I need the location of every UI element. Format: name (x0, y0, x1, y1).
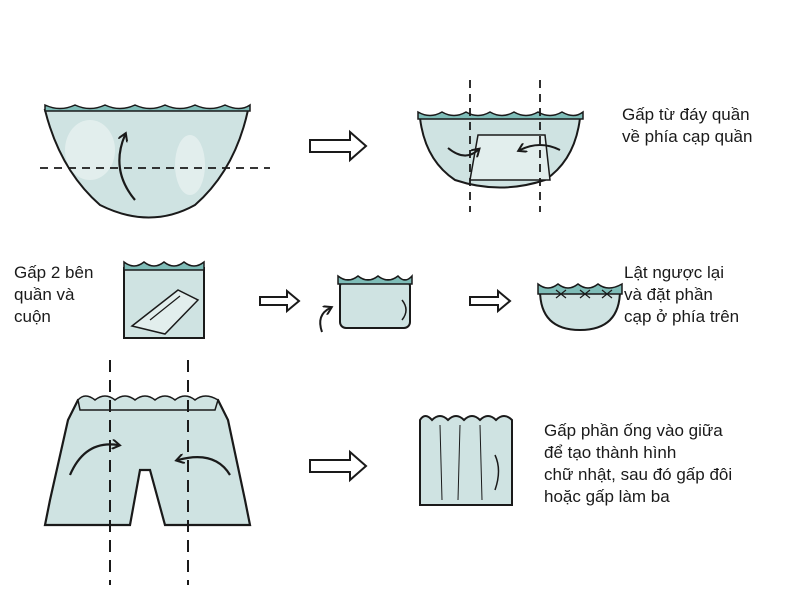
caption-line: để tạo thành hình (544, 443, 677, 462)
briefs-step1-illustration (40, 103, 270, 219)
curved-arrow-icon (447, 147, 478, 156)
curved-arrow-icon (68, 444, 118, 476)
caption-line: Gấp từ đáy quần (622, 105, 750, 124)
arrow-right-icon (309, 449, 368, 483)
caption-line: quần và (14, 285, 75, 304)
caption-line: chữ nhật, sau đó gấp đôi (544, 465, 733, 484)
caption-line: cạp ở phía trên (624, 307, 740, 326)
caption-step2: Gấp 2 bên quần và cuộn (14, 262, 93, 328)
curved-arrow-icon (178, 457, 231, 476)
arrow-right-icon (469, 288, 512, 314)
arrow-right-icon (309, 129, 368, 163)
caption-line: về phía cạp quần (622, 127, 753, 146)
briefs-rolled-illustration (319, 274, 413, 333)
curved-arrow-icon (520, 145, 561, 150)
shorts-folded-rectangle-illustration (419, 415, 513, 506)
caption-step4: Gấp phần ống vào giữa để tạo thành hình … (544, 420, 732, 508)
caption-line: Gấp 2 bên (14, 263, 94, 282)
briefs-flipped-illustration (537, 282, 623, 332)
caption-line: và đặt phần (624, 285, 713, 304)
caption-step3: Lật ngược lại và đặt phần cạp ở phía trê… (624, 262, 739, 328)
caption-line: cuộn (14, 307, 51, 326)
briefs-folded-illustration (417, 80, 584, 212)
curved-arrow-icon (319, 308, 330, 333)
arrow-right-icon (259, 288, 301, 314)
caption-line: hoặc gấp làm ba (544, 487, 670, 506)
boxer-shorts-illustration (43, 360, 252, 585)
caption-line: Lật ngược lại (624, 263, 725, 282)
caption-step1: Gấp từ đáy quần về phía cạp quần (622, 104, 752, 148)
curved-arrow-icon (119, 135, 136, 201)
briefs-sides-folded-illustration (123, 260, 205, 339)
caption-line: Gấp phần ống vào giữa (544, 421, 723, 440)
